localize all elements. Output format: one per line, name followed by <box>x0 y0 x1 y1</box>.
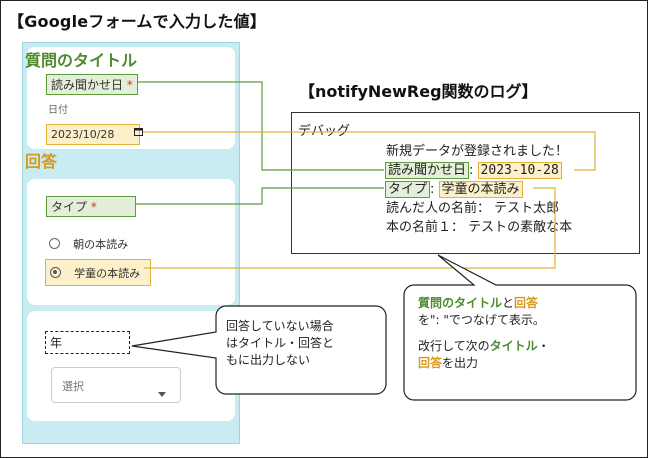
callout-right-paragraph-2b: 回答を出力 <box>418 355 628 372</box>
date-caption: 日付 <box>48 105 68 116</box>
emphasis-answer: 回答 <box>418 356 443 370</box>
callout-right-paragraph-1: 質問のタイトルと回答 <box>418 295 628 312</box>
connector-type-label <box>136 187 384 205</box>
radio-button[interactable] <box>49 238 60 249</box>
log-key-date: 読み聞かせ日 <box>385 162 470 179</box>
emphasis-title: タイトル <box>489 339 538 353</box>
date-input[interactable]: 2023/10/28 <box>46 124 140 145</box>
radio-option-label: 朝の本読み <box>73 238 129 251</box>
chevron-down-icon <box>158 382 166 401</box>
text-fragment: 改行して次の <box>418 339 490 353</box>
log-line-4: 読んだ人の名前： テスト太郎 <box>386 201 560 216</box>
text-fragment: ・ <box>537 339 550 353</box>
callout-left-line: 回答していない場合 <box>226 319 334 333</box>
log-line-2: 読み聞かせ日: 2023-10-28 <box>385 159 562 179</box>
log-line-3: タイプ: 学童の本読み <box>385 178 523 198</box>
required-mark: * <box>126 78 133 92</box>
log-separator: : <box>469 163 474 178</box>
connector-type-value <box>144 187 556 269</box>
log-line-1: 新規データが登録されました！ <box>386 144 569 159</box>
callout-left-bubble <box>131 305 387 395</box>
log-value-type: 学童の本読み <box>438 181 523 198</box>
radio-button-selected[interactable] <box>50 267 61 278</box>
log-separator: : <box>430 182 435 197</box>
radio-option-afterschool[interactable]: 学童の本読み <box>45 259 151 286</box>
callout-right-text: 質問のタイトルと回答 を": "でつなげて表示。 改行して次のタイトル・ 回答を… <box>418 295 628 372</box>
answer-heading: 回答 <box>25 152 58 171</box>
calendar-icon[interactable] <box>134 127 143 139</box>
question-label-type-text: タイプ <box>51 200 88 214</box>
text-fragment: と <box>502 296 515 310</box>
callout-right-bubble <box>403 254 637 401</box>
emphasis-answer: 回答 <box>514 296 539 310</box>
page-title: 【Googleフォームで入力した値】 <box>8 12 267 31</box>
year-select[interactable]: 選択 <box>51 367 181 403</box>
callout-left-line: はタイトル・回答と <box>226 336 335 350</box>
required-mark: * <box>90 200 97 214</box>
question-label-date: 読み聞かせ日 * <box>46 74 138 95</box>
text-fragment: を": "でつなげて表示。 <box>418 313 545 327</box>
connector-date-label <box>137 81 384 171</box>
callout-right-paragraph-2: 改行して次のタイトル・ <box>418 338 628 355</box>
question-label-type: タイプ * <box>46 196 136 217</box>
connector-date-value <box>143 131 596 171</box>
callout-left-text: 回答していない場合 はタイトル・回答と もに出力しない <box>226 318 334 369</box>
radio-option-label: 学童の本読み <box>74 267 141 280</box>
question-title-heading: 質問のタイトル <box>25 51 138 70</box>
question-label-date-text: 読み聞かせ日 <box>51 78 124 92</box>
callout-left-line: もに出力しない <box>226 353 311 367</box>
log-value-date: 2023-10-28 <box>477 162 562 179</box>
log-line-5: 本の名前１： テストの素敵な本 <box>386 220 573 235</box>
question-label-year: 年 <box>45 331 130 354</box>
text-fragment: を出力 <box>442 356 479 370</box>
log-title: 【notifyNewReg関数のログ】 <box>299 82 538 101</box>
log-key-type: タイプ <box>385 181 431 198</box>
radio-option-morning[interactable]: 朝の本読み <box>49 234 128 253</box>
emphasis-question-title: 質問のタイトル <box>418 296 503 310</box>
select-placeholder: 選択 <box>62 380 84 393</box>
